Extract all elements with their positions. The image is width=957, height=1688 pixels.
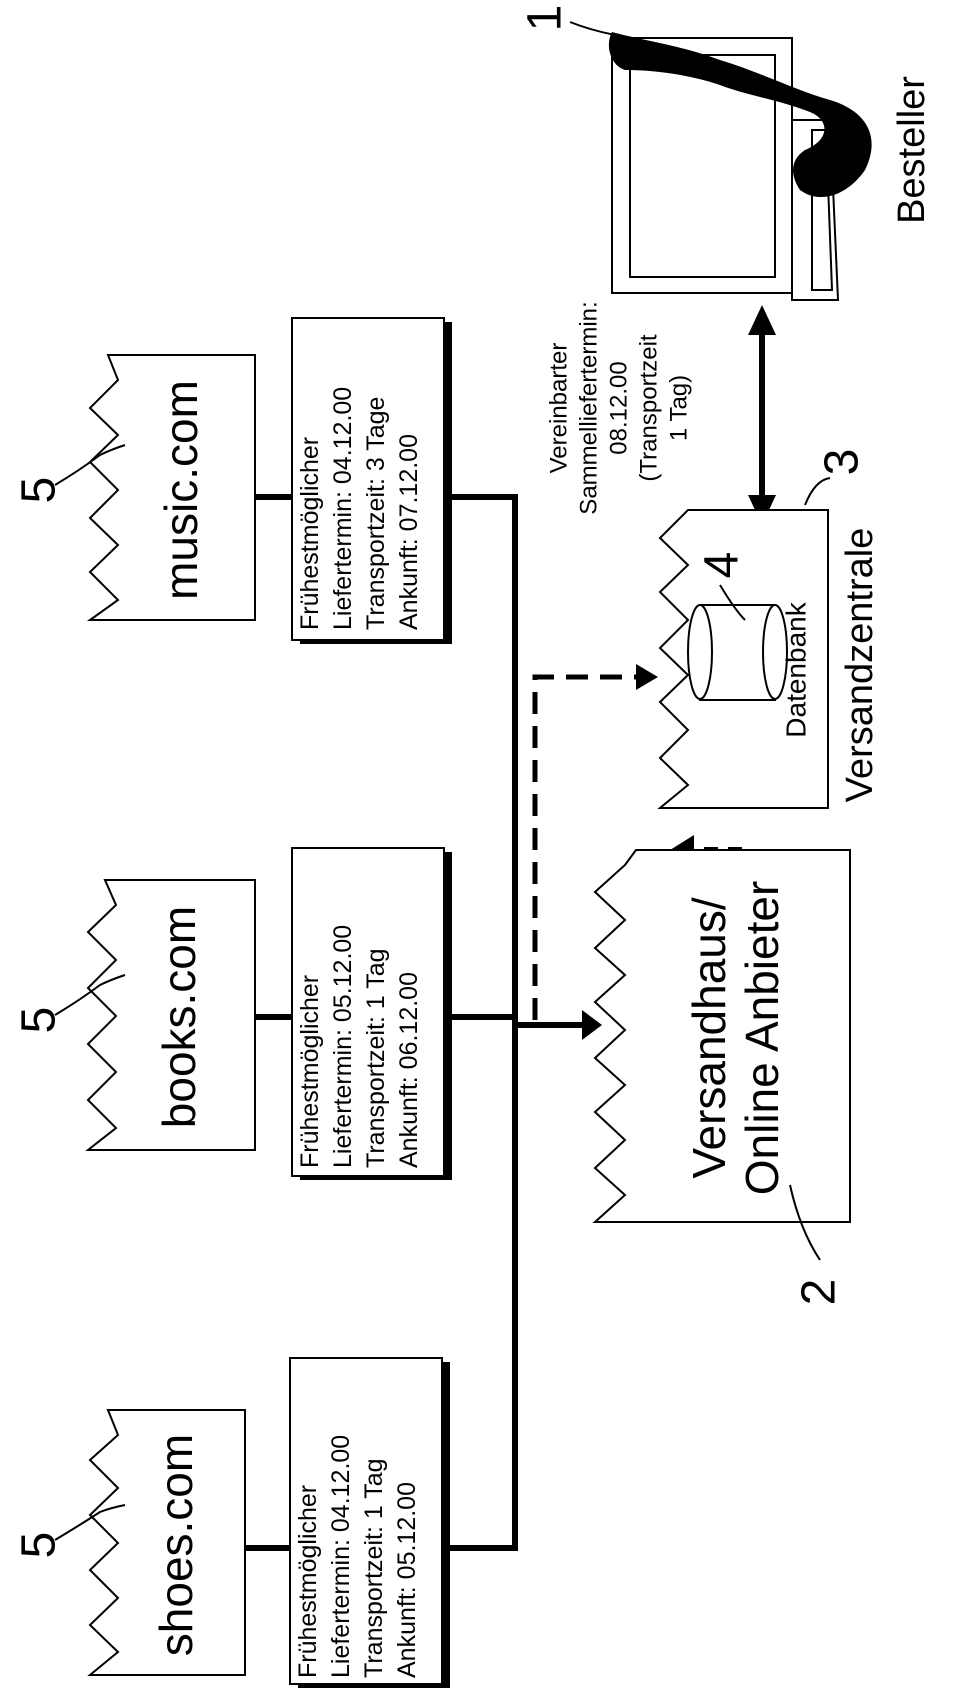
- books-info-line3: Transportzeit: 1 Tag: [362, 948, 390, 1168]
- cylinder-front: [688, 605, 712, 699]
- books-info-line2: Liefertermin: 05.12.00: [329, 925, 357, 1168]
- shoes-info-line1: Frühestmöglicher: [294, 1485, 322, 1678]
- books-name: books.com: [153, 906, 205, 1128]
- agreement-line2: Sammelliefertermin:: [575, 301, 602, 514]
- versandhaus-label-line1: Versandhaus/: [683, 897, 735, 1179]
- books-number: 5: [13, 1007, 66, 1034]
- supplier-shoes: shoes.com 5 Frühestmöglicher Liefertermi…: [13, 1358, 450, 1688]
- double-arrow-top: [748, 305, 776, 335]
- besteller-node: 1 Besteller: [519, 5, 933, 300]
- music-info-line1: Frühestmöglicher: [296, 437, 324, 630]
- versandzentrale-label: Versandzentrale: [839, 528, 881, 803]
- agreement-line4: (Transportzeit: [635, 334, 662, 481]
- music-info-line2: Liefertermin: 04.12.00: [329, 387, 357, 630]
- agreement-line1: Vereinbarter: [545, 343, 572, 474]
- versandhaus-number: 2: [793, 1279, 846, 1306]
- music-number: 5: [13, 477, 66, 504]
- agreement-line5: 1 Tag): [665, 375, 692, 441]
- shoes-info-line3: Transportzeit: 1 Tag: [360, 1458, 388, 1678]
- books-info-line4: Ankunft: 06.12.00: [395, 972, 423, 1168]
- besteller-label: Besteller: [891, 76, 933, 224]
- shoes-name: shoes.com: [150, 1434, 202, 1656]
- zentrale-leader-line: [805, 478, 830, 505]
- datenbank-number: 4: [696, 552, 749, 579]
- dashed-arrowhead: [636, 664, 658, 690]
- music-info-line4: Ankunft: 07.12.00: [395, 434, 423, 630]
- shoes-info-line2: Liefertermin: 04.12.00: [327, 1435, 355, 1678]
- versandhaus-label-line2: Online Anbieter: [736, 881, 788, 1196]
- arrowhead-versandhaus: [582, 1010, 602, 1040]
- shoes-info-line4: Ankunft: 05.12.00: [393, 1482, 421, 1678]
- agreement-annotation: Vereinbarter Sammelliefertermin: 08.12.0…: [545, 301, 692, 514]
- versandhaus-node: Versandhaus/ Online Anbieter 2: [595, 850, 850, 1305]
- supplier-music: music.com 5 Frühestmöglicher Liefertermi…: [13, 318, 452, 644]
- agreement-line3: 08.12.00: [605, 361, 632, 454]
- besteller-number: 1: [519, 5, 572, 32]
- besteller-leader-line: [570, 22, 615, 35]
- zentrale-number: 3: [816, 449, 869, 476]
- datenbank-cylinder: [688, 605, 787, 700]
- music-name: music.com: [155, 380, 207, 600]
- music-info-line3: Transportzeit: 3 Tage: [362, 397, 390, 630]
- supplier-books: books.com 5 Frühestmöglicher Liefertermi…: [13, 848, 452, 1180]
- books-info-line1: Frühestmöglicher: [296, 975, 324, 1168]
- datenbank-label: Datenbank: [780, 601, 811, 737]
- shoes-number: 5: [13, 1532, 66, 1559]
